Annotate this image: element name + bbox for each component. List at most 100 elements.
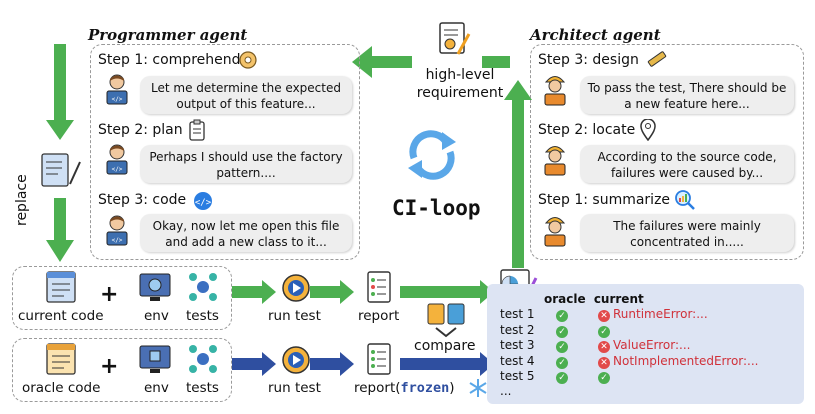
location-pin-icon	[640, 119, 656, 141]
architect-bubble-3: The failures were mainly concentrated in…	[580, 214, 794, 252]
oracle-code-label: oracle code	[22, 380, 101, 396]
oracle-arrow-1	[232, 352, 276, 376]
result-row: test 3 ✓ ✕ValueError:...	[500, 338, 690, 353]
oracle-report-icon	[367, 343, 391, 375]
current-tests-icon	[189, 273, 217, 301]
architect-avatar-2	[544, 146, 566, 176]
oracle-run-icon	[282, 346, 310, 374]
current-env-icon	[139, 273, 171, 301]
brain-gear-icon	[239, 51, 257, 69]
test-name: test 2	[500, 322, 535, 337]
current-run-label: run test	[268, 308, 321, 324]
current-arrow-3	[400, 280, 494, 304]
svg-text:</>: </>	[112, 237, 123, 244]
architect-bubble-1: To pass the test, There should be a new …	[580, 76, 794, 114]
report-suffix: )	[449, 380, 455, 396]
current-env-label: env	[144, 308, 169, 324]
current-plus-1: +	[100, 282, 119, 307]
architect-avatar-1	[544, 76, 566, 106]
replace-label: replace	[14, 174, 30, 226]
programmer-bubble-1: Let me determine the expected output of …	[140, 76, 352, 114]
programmer-avatar-3: </>	[106, 215, 128, 246]
result-row: test 2 ✓ ✓	[500, 323, 610, 338]
current-code-label: current code	[18, 308, 104, 324]
current-fail-icon: ✕	[598, 310, 610, 322]
architect-step-3: Step 3: design	[538, 52, 639, 68]
error-message: ValueError:...	[613, 338, 691, 352]
architect-avatar-3	[544, 217, 566, 247]
oracle-run-label: run test	[268, 380, 321, 396]
requirement-doc-icon	[439, 22, 471, 55]
programmer-avatar-1: </>	[106, 74, 128, 105]
svg-text:</>: </>	[195, 198, 212, 208]
current-arrow-2	[310, 280, 354, 304]
oracle-arrow-2	[310, 352, 354, 376]
ci-loop-label: CI-loop	[392, 196, 481, 220]
programmer-step-1: Step 1: comprehend	[98, 52, 241, 68]
current-report-icon	[367, 271, 391, 303]
ci-loop-icon	[408, 130, 456, 180]
programmer-avatar-2: </>	[106, 144, 128, 175]
compare-label: compare	[414, 338, 476, 354]
current-pass-icon: ✓	[598, 372, 610, 384]
programmer-bubble-3: Okay, now let me open this file and add …	[140, 214, 352, 252]
oracle-pass-icon: ✓	[556, 372, 568, 384]
architect-bubble-2: According to the source code, failures w…	[580, 145, 794, 183]
current-code-icon	[46, 271, 76, 303]
current-arrow-1	[232, 280, 276, 304]
test-name: test 3	[500, 338, 535, 352]
oracle-code-icon	[46, 343, 76, 375]
report-prefix: report(	[354, 380, 401, 396]
snowflake-icon	[469, 379, 487, 397]
oracle-report-label: report(frozen)	[354, 380, 455, 396]
programmer-bubble-2: Perhaps I should use the factory pattern…	[140, 145, 352, 183]
right-up-arrow	[504, 80, 532, 268]
architect-panel	[530, 44, 804, 260]
oracle-env-label: env	[144, 380, 169, 396]
header-current: current	[593, 292, 644, 306]
oracle-arrow-3	[400, 352, 494, 376]
oracle-pass-icon: ✓	[556, 325, 568, 338]
requirement-label: high-level requirement	[416, 67, 504, 101]
clipboard-icon	[189, 119, 205, 141]
oracle-inputs-panel	[12, 338, 232, 402]
result-row: test 5✓✓	[500, 369, 610, 384]
architect-step-1: Step 1: summarize	[538, 192, 671, 208]
architect-step-2: Step 2: locate	[538, 122, 636, 138]
left-down-arrow-top	[46, 44, 74, 140]
result-row: test 4✓✕NotImplementedError:...	[500, 354, 759, 369]
test-name: test 1	[500, 307, 535, 321]
current-report-label: report	[358, 308, 400, 324]
results-more: ...	[500, 384, 512, 398]
svg-text:</>: </>	[112, 166, 123, 173]
current-fail-icon: ✕	[598, 341, 610, 353]
design-icon	[647, 51, 667, 67]
programmer-step-2: Step 2: plan	[98, 122, 183, 138]
current-inputs-panel	[12, 266, 232, 330]
programmer-step-3: Step 3: code	[98, 192, 187, 208]
current-pass-icon: ✓	[598, 325, 610, 338]
left-down-arrow-bottom	[46, 198, 74, 262]
current-run-icon	[282, 274, 310, 302]
oracle-pass-icon: ✓	[556, 356, 568, 369]
svg-text:</>: </>	[112, 96, 123, 103]
oracle-tests-icon	[189, 345, 217, 373]
test-name: test 4	[500, 353, 535, 368]
programmer-panel	[90, 44, 360, 260]
current-fail-icon: ✕	[598, 356, 610, 369]
oracle-pass-icon: ✓	[556, 341, 568, 353]
test-results-table	[487, 284, 804, 404]
code-doc-icon	[41, 153, 81, 187]
architect-title: Architect agent	[530, 26, 661, 44]
oracle-pass-icon: ✓	[556, 310, 568, 322]
requirement-arrow	[352, 46, 412, 78]
magnifier-chart-icon	[675, 190, 695, 210]
result-row: test 1 ✓ ✕RuntimeError:...	[500, 307, 708, 322]
current-tests-label: tests	[186, 308, 219, 324]
header-oracle: oracle	[544, 292, 586, 306]
frozen-label: frozen	[400, 380, 450, 396]
error-message: RuntimeError:...	[613, 307, 708, 321]
oracle-tests-label: tests	[186, 380, 219, 396]
code-icon: </>	[194, 192, 212, 210]
